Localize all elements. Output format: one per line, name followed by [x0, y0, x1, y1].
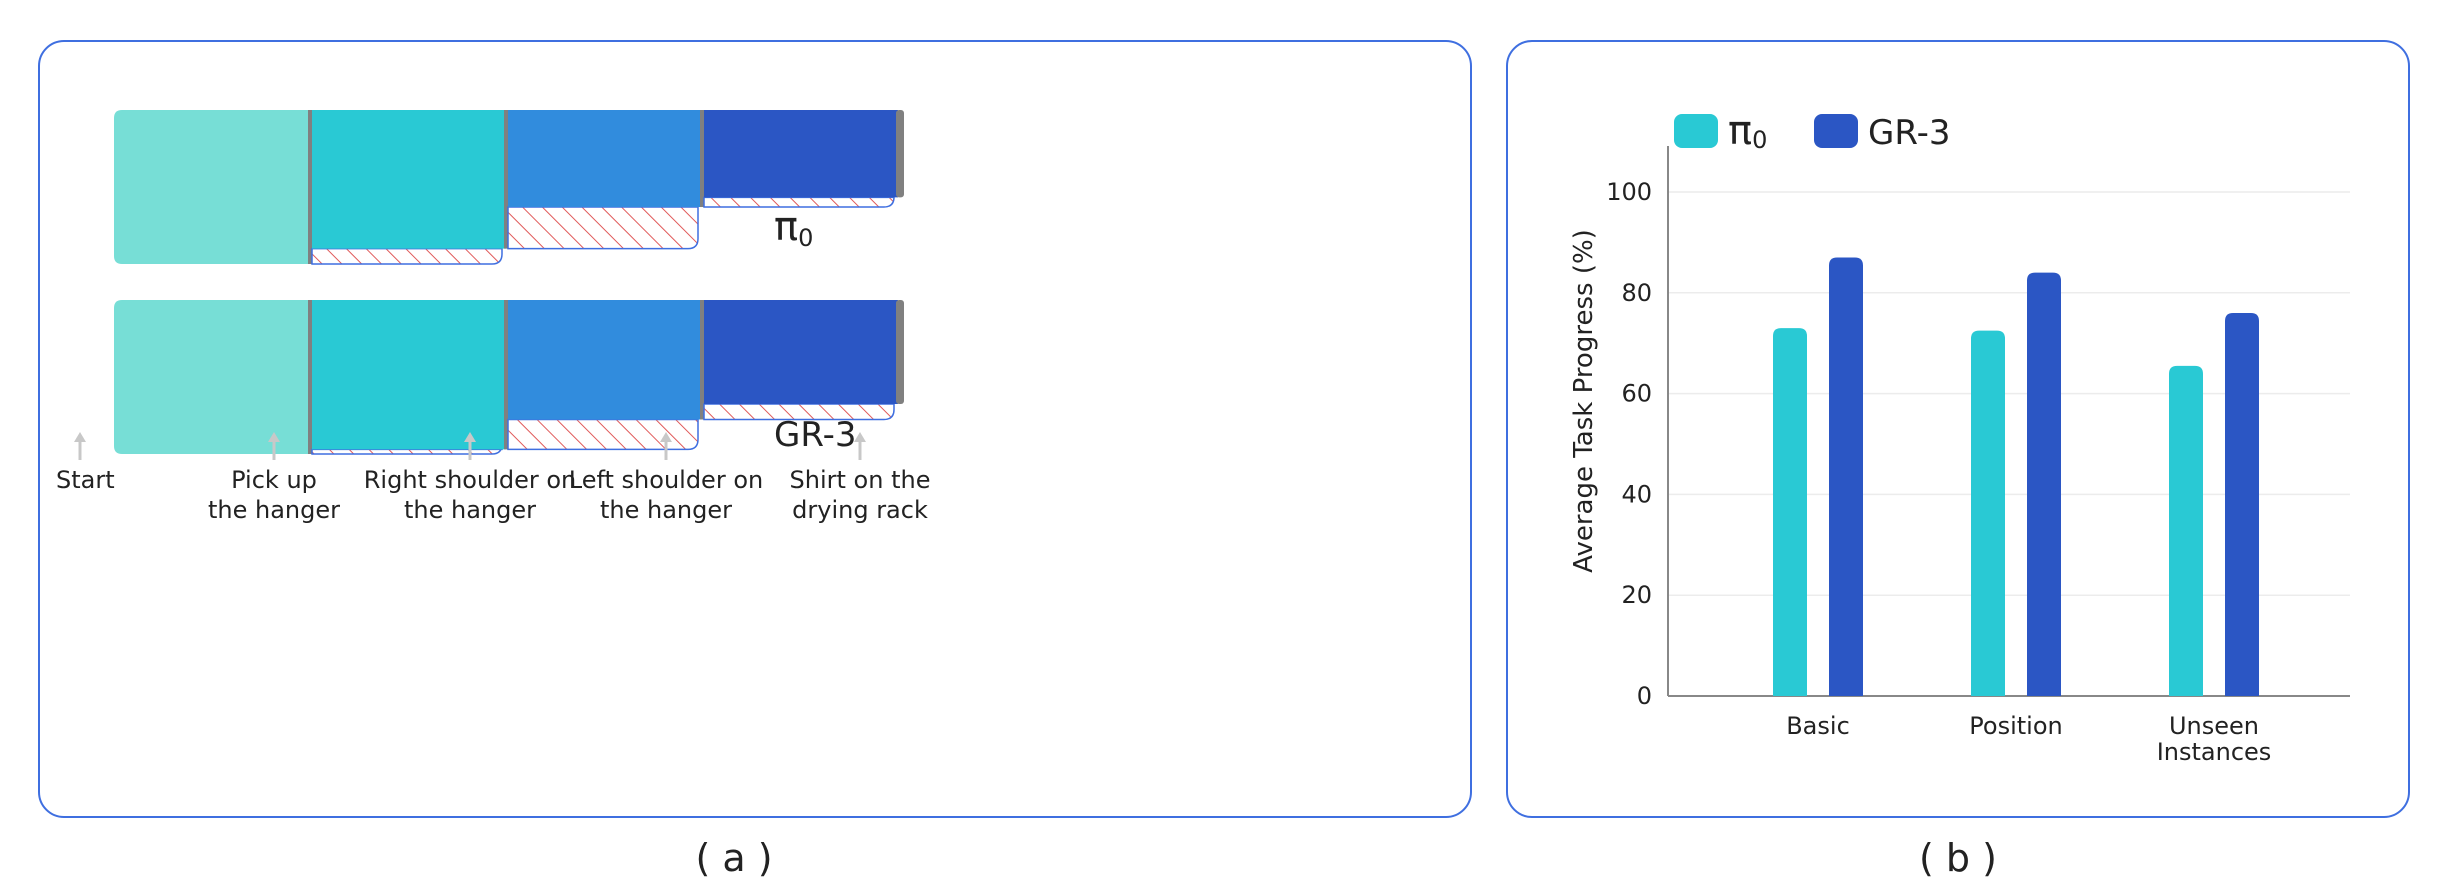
failure-hatch — [507, 206, 699, 250]
stage-bar — [508, 110, 702, 208]
stage-divider — [896, 300, 904, 404]
stage-bar — [508, 300, 702, 420]
milestone: Start — [56, 432, 115, 494]
x-tick-label: Instances — [2157, 738, 2272, 766]
y-tick-label: 0 — [1637, 682, 1652, 710]
arrow-head — [268, 432, 280, 442]
milestone-label: the hanger — [600, 496, 732, 524]
milestone-label: Left shoulder on — [569, 466, 763, 494]
bar — [2169, 365, 2203, 696]
legend-label: π0 — [1728, 108, 1767, 154]
y-tick-label: 20 — [1621, 581, 1652, 609]
bar — [1829, 257, 1863, 696]
stage-bar — [312, 300, 506, 450]
arrow-head — [464, 432, 476, 442]
progress-row: GR-3 — [114, 300, 904, 455]
progress-row: π0 — [114, 110, 904, 265]
arrow-head — [660, 432, 672, 442]
milestone-label: Shirt on the — [790, 466, 931, 494]
bar — [2225, 312, 2259, 696]
chart-legend: π0 GR-3 — [1674, 108, 1951, 154]
bar — [2027, 272, 2061, 696]
caption-a: ( a ) — [695, 836, 773, 880]
stage-bar — [312, 110, 506, 249]
stage-bar — [114, 110, 310, 264]
y-tick-label: 100 — [1606, 178, 1652, 206]
milestone-label: Pick up — [231, 466, 317, 494]
milestone-label: drying rack — [792, 496, 928, 524]
y-tick-label: 80 — [1621, 279, 1652, 307]
stage-bar — [114, 300, 310, 454]
stage-bar — [704, 300, 898, 404]
y-axis-label: Average Task Progress (%) — [1569, 229, 1599, 573]
legend-swatch — [1814, 114, 1858, 148]
x-tick-label: Unseen — [2169, 712, 2259, 740]
row-label: GR-3 — [774, 415, 857, 455]
failure-hatch — [311, 247, 503, 265]
y-tick-label: 60 — [1621, 380, 1652, 408]
chart-bars — [1773, 257, 2259, 696]
stage-divider — [896, 110, 904, 198]
milestone-label: the hanger — [404, 496, 536, 524]
failure-hatch — [703, 196, 895, 208]
bar — [1971, 330, 2005, 696]
arrow-head — [854, 432, 866, 442]
failure-hatch — [507, 418, 699, 451]
milestone-label: Start — [56, 466, 115, 494]
bar — [1773, 328, 1807, 696]
milestone-label: Right shoulder on — [364, 466, 577, 494]
caption-b: ( b ) — [1919, 836, 1997, 880]
legend-swatch — [1674, 114, 1718, 148]
row-label: π0 — [774, 204, 813, 252]
x-tick-label: Basic — [1786, 712, 1850, 740]
stage-bar — [704, 110, 898, 198]
legend-label: GR-3 — [1868, 113, 1951, 153]
milestone-label: the hanger — [208, 496, 340, 524]
y-tick-label: 40 — [1621, 480, 1652, 508]
arrow-head — [74, 432, 86, 442]
x-tick-label: Position — [1969, 712, 2062, 740]
